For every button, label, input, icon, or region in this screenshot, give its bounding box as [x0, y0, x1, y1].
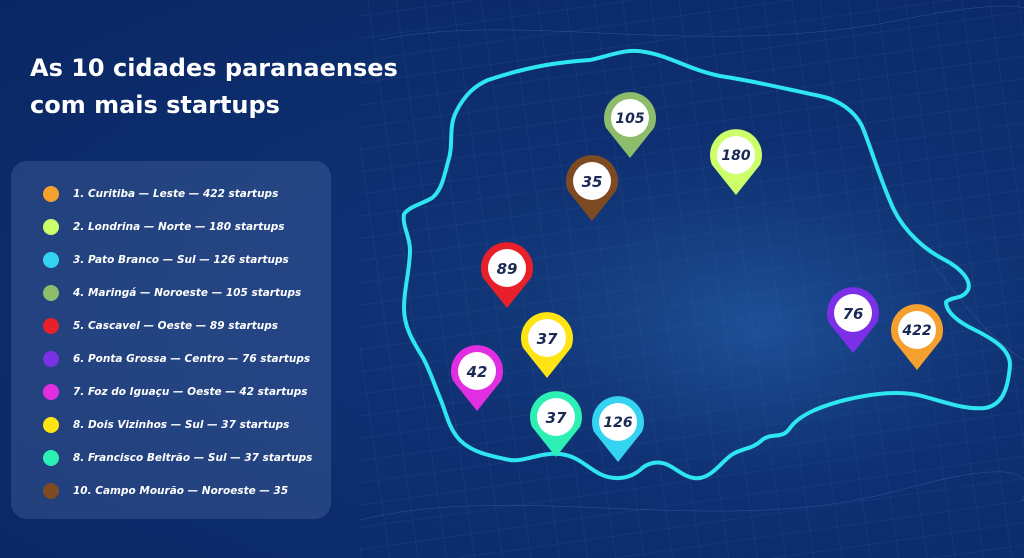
pin-value: 37 — [546, 409, 567, 427]
pin-foz-do-iguacu: 42 — [450, 345, 503, 411]
pin-value: 35 — [582, 173, 603, 191]
legend-dot — [43, 186, 59, 202]
legend-dot — [43, 318, 59, 334]
legend-label: 5. Cascavel — Oeste — 89 startups — [73, 320, 278, 332]
legend-item: 7. Foz do Iguaçu — Oeste — 42 startups — [43, 381, 307, 403]
legend-dot — [43, 450, 59, 466]
pin-label-background — [717, 136, 755, 174]
pin-francisco-beltrao: 37 — [530, 391, 582, 457]
pin-maringa: 105 — [604, 92, 656, 158]
pin-value: 89 — [497, 260, 518, 278]
legend-item: 8. Francisco Beltrão — Sul — 37 startups — [43, 447, 312, 469]
legend-panel: 1. Curitiba — Leste — 422 startups 2. Lo… — [11, 161, 331, 519]
legend-dot — [43, 219, 59, 235]
legend-dot — [43, 285, 59, 301]
legend-item: 8. Dois Vizinhos — Sul — 37 startups — [43, 414, 289, 436]
legend-label: 7. Foz do Iguaçu — Oeste — 42 startups — [73, 386, 308, 398]
legend-label: 10. Campo Mourão — Noroeste — 35 — [73, 485, 289, 497]
pins-layer: 422 180 126 105 89 76 42 37 37 35 — [450, 92, 944, 462]
title-line-1: As 10 cidades paranaenses — [30, 54, 398, 82]
legend-dot — [43, 252, 59, 268]
legend-item: 4. Maringá — Noroeste — 105 startups — [43, 282, 301, 304]
pin-label-background — [488, 249, 526, 287]
legend-label: 8. Dois Vizinhos — Sul — 37 startups — [73, 419, 290, 431]
legend-label: 8. Francisco Beltrão — Sul — 37 startups — [73, 452, 313, 464]
legend-label: 1. Curitiba — Leste — 422 startups — [73, 188, 279, 200]
legend-dot — [43, 483, 59, 499]
legend-label: 3. Pato Branco — Sul — 126 startups — [73, 254, 289, 266]
pin-londrina: 180 — [710, 129, 762, 195]
pin-ponta-grossa: 76 — [826, 287, 879, 353]
pin-label-background — [611, 99, 649, 137]
legend-item: 5. Cascavel — Oeste — 89 startups — [43, 315, 278, 337]
pin-value: 126 — [603, 415, 632, 431]
pin-dois-vizinhos: 37 — [521, 312, 573, 378]
legend-item: 10. Campo Mourão — Noroeste — 35 — [43, 480, 288, 502]
legend-dot — [43, 351, 59, 367]
pin-label-background — [898, 311, 936, 349]
pin-value: 105 — [615, 111, 644, 127]
page-title: As 10 cidades paranaenses com mais start… — [30, 50, 450, 124]
legend-item: 2. Londrina — Norte — 180 startups — [43, 216, 285, 238]
pin-label-background — [537, 398, 575, 436]
pin-value: 37 — [537, 330, 558, 348]
pin-cascavel: 89 — [480, 242, 533, 308]
legend-item: 3. Pato Branco — Sul — 126 startups — [43, 249, 289, 271]
pin-label-background — [599, 403, 637, 441]
pin-value: 42 — [466, 363, 488, 381]
pin-curitiba: 422 — [891, 304, 944, 370]
legend-label: 6. Ponta Grossa — Centro — 76 startups — [73, 353, 311, 365]
wireframe-background — [359, 0, 1024, 558]
pin-label-background — [834, 294, 872, 332]
legend-dot — [43, 384, 59, 400]
legend-item: 6. Ponta Grossa — Centro — 76 startups — [43, 348, 310, 370]
pin-value: 422 — [901, 323, 931, 339]
parana-state-outline — [401, 49, 1012, 481]
pin-campo-mourao: 35 — [566, 155, 618, 221]
pin-pato-branco: 126 — [592, 396, 644, 462]
pin-label-background — [528, 319, 566, 357]
pin-label-background — [573, 162, 611, 200]
legend-item: 1. Curitiba — Leste — 422 startups — [43, 183, 278, 205]
legend-dot — [43, 417, 59, 433]
pin-value: 76 — [843, 305, 864, 323]
title-line-2: com mais startups — [30, 91, 280, 119]
pin-label-background — [458, 352, 496, 390]
legend-label: 2. Londrina — Norte — 180 startups — [73, 221, 285, 233]
legend-label: 4. Maringá — Noroeste — 105 startups — [73, 287, 302, 299]
pin-value: 180 — [721, 148, 750, 164]
